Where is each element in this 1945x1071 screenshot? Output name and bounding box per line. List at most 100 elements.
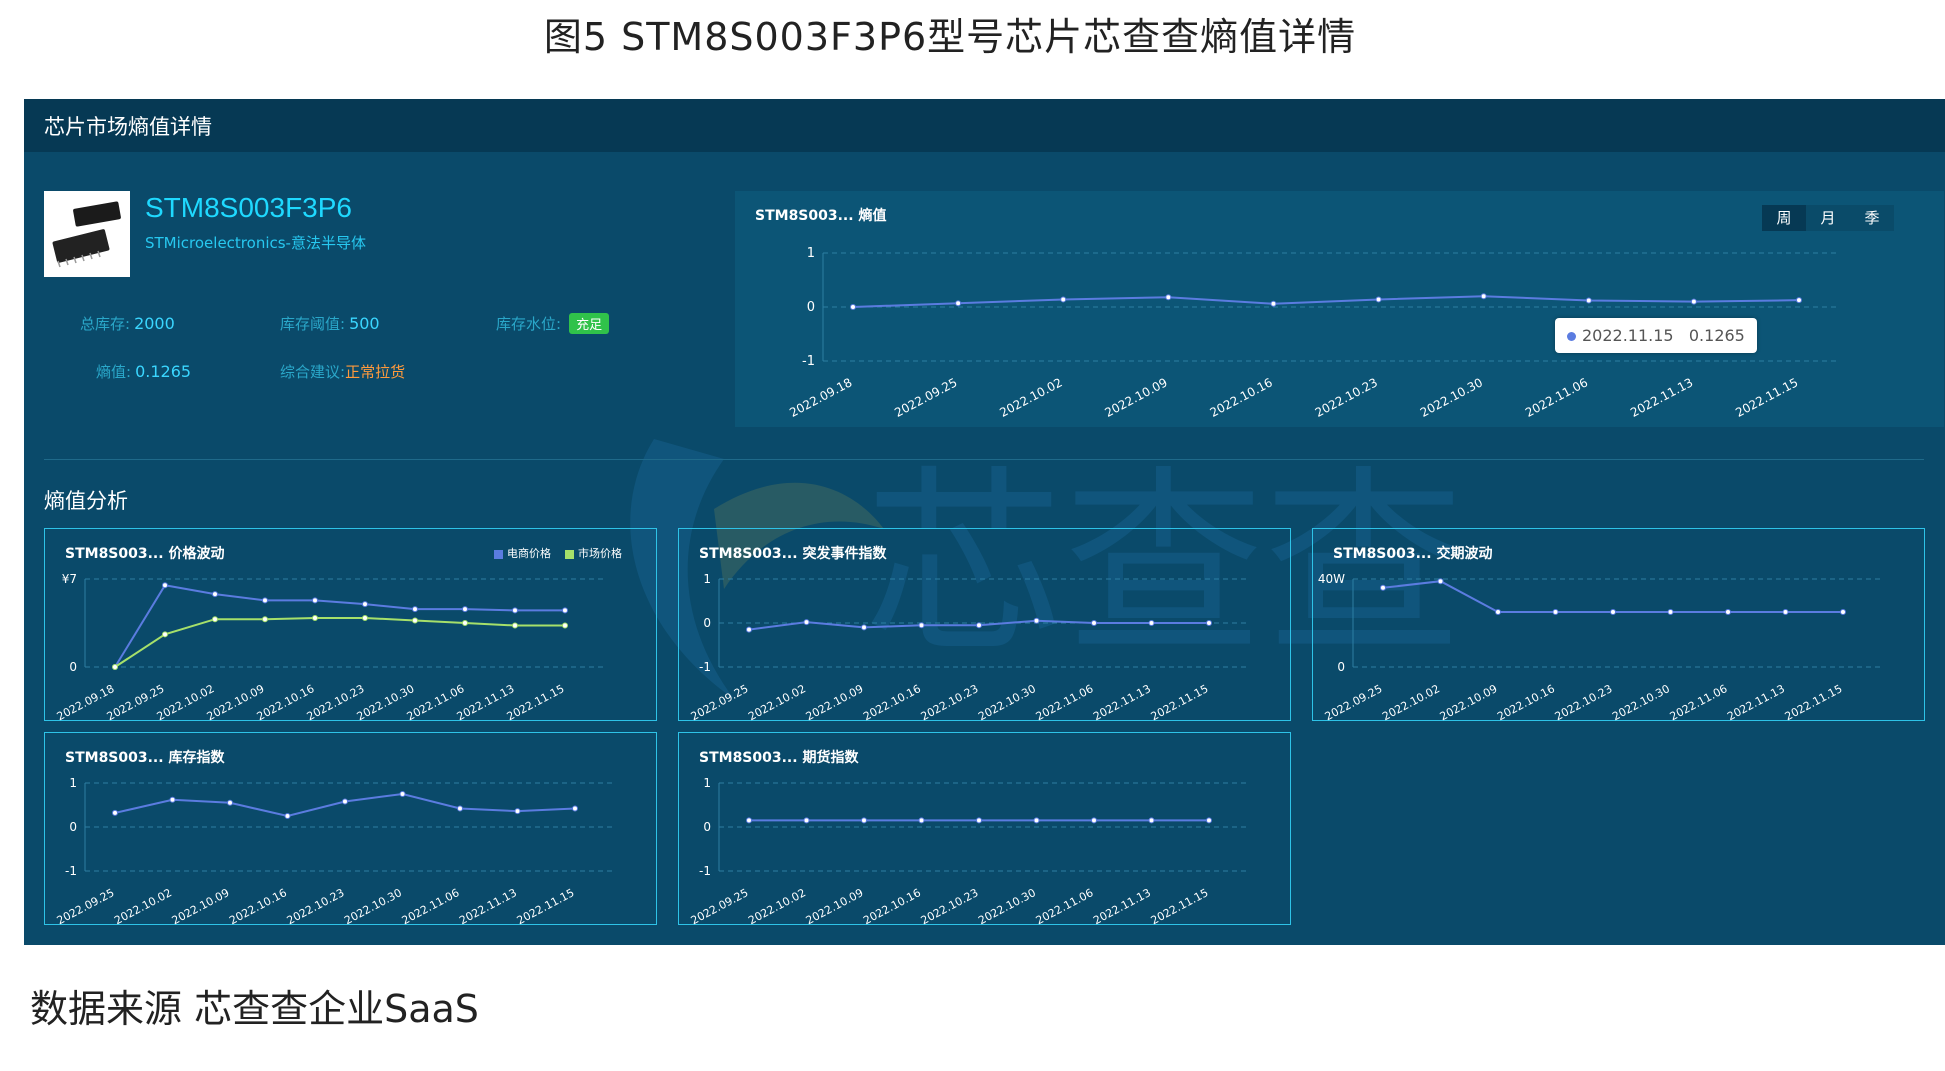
entropy-x-tick-label: 2022.10.02 <box>997 375 1064 420</box>
emergency-x-tick-label: 2022.10.09 <box>804 682 866 722</box>
price-y-tick-label: 0 <box>69 660 77 674</box>
emergency-data-point <box>1033 617 1040 624</box>
inventory-data-point <box>284 813 291 819</box>
total-stock-label: 总库存: <box>80 315 131 333</box>
tab-month[interactable]: 月 <box>1820 209 1836 227</box>
price-data-point <box>312 614 318 621</box>
leadtime-data-point <box>1725 609 1731 615</box>
emergency-x-tick-label: 2022.09.25 <box>689 682 751 722</box>
inventory-data-point <box>514 808 521 815</box>
legend-item-market[interactable]: 市场价格 <box>565 545 622 561</box>
emergency-data-point <box>918 622 925 629</box>
inventory-data-point <box>457 805 463 812</box>
emergency-data-point <box>746 626 752 633</box>
emergency-y-tick-label: -1 <box>699 660 711 674</box>
futures-chart-title: STM8S003... 期货指数 <box>699 750 859 766</box>
entropy-data-point <box>1375 296 1382 303</box>
tab-quarter[interactable]: 季 <box>1864 209 1880 227</box>
stock-threshold-field: 库存阈值:500 <box>280 313 380 334</box>
futures-data-point <box>1148 817 1155 824</box>
tab-week[interactable]: 周 <box>1762 205 1806 231</box>
futures-x-tick-label: 2022.10.02 <box>746 886 808 926</box>
inventory-y-tick-label: -1 <box>65 864 77 878</box>
emergency-x-tick-label: 2022.10.23 <box>919 682 981 722</box>
inventory-chart-plot: 10-12022.09.252022.10.022022.10.092022.1… <box>55 776 615 926</box>
inventory-x-tick-label: 2022.10.09 <box>170 886 232 926</box>
futures-x-tick-label: 2022.09.25 <box>689 886 751 926</box>
emergency-x-tick-label: 2022.10.16 <box>861 682 923 722</box>
futures-data-point <box>1091 817 1097 824</box>
futures-x-tick-label: 2022.11.13 <box>1091 886 1153 926</box>
entropy-data-point <box>1690 298 1697 305</box>
tooltip-value: 0.1265 <box>1688 326 1745 345</box>
advice-label: 综合建议: <box>280 363 346 381</box>
inventory-data-point <box>572 805 578 812</box>
price-data-point <box>562 622 568 629</box>
entropy-x-tick-label: 2022.11.06 <box>1523 375 1590 420</box>
futures-x-tick-label: 2022.11.06 <box>1034 886 1096 926</box>
price-data-point <box>412 617 418 624</box>
legend-item-ecommerce[interactable]: 电商价格 <box>494 545 551 561</box>
entropy-data-point <box>1270 300 1277 307</box>
section-divider <box>44 459 1924 460</box>
emergency-data-point <box>1206 620 1212 626</box>
futures-data-point <box>1033 817 1040 824</box>
tooltip-date: 2022.11.15 <box>1582 326 1674 345</box>
leadtime-y-tick-label: 0 <box>1337 660 1345 674</box>
futures-y-tick-label: 1 <box>703 776 711 790</box>
leadtime-y-tick-label: 40W <box>1318 572 1345 586</box>
entropy-label: 熵值: <box>96 363 132 381</box>
tooltip-dot-icon <box>1567 332 1576 341</box>
entropy-x-tick-label: 2022.09.18 <box>787 375 854 420</box>
stock-threshold-value: 500 <box>349 314 380 333</box>
futures-x-tick-label: 2022.10.09 <box>804 886 866 926</box>
inventory-data-point <box>342 798 348 805</box>
emergency-data-point <box>803 619 810 626</box>
entropy-x-tick-label: 2022.11.13 <box>1628 375 1695 420</box>
futures-data-point <box>861 817 867 824</box>
chip-image <box>44 191 130 277</box>
emergency-y-tick-label: 1 <box>703 572 711 586</box>
price-data-point <box>362 601 368 608</box>
price-x-tick-label: 2022.11.15 <box>505 682 567 722</box>
emergency-data-point <box>1148 620 1155 626</box>
leadtime-x-tick-label: 2022.10.23 <box>1553 682 1615 722</box>
leadtime-data-point <box>1437 578 1444 585</box>
inventory-data-point <box>169 796 176 803</box>
entropy-field: 熵值:0.1265 <box>96 361 191 382</box>
price-chart-plot: ¥702022.09.182022.09.252022.10.022022.10… <box>55 572 605 722</box>
inventory-y-tick-label: 0 <box>69 820 77 834</box>
entropy-x-tick-label: 2022.10.30 <box>1418 375 1485 420</box>
entropy-series-line-0 <box>852 295 1800 308</box>
futures-data-point <box>803 817 810 824</box>
stock-level-badge: 充足 <box>569 313 610 334</box>
inventory-data-point <box>112 809 118 816</box>
price-data-point <box>462 606 468 613</box>
period-tabs: 周 月 季 <box>1762 205 1894 231</box>
inventory-data-point <box>227 799 233 806</box>
stock-level-label: 库存水位: <box>496 315 562 333</box>
leadtime-x-tick-label: 2022.10.16 <box>1495 682 1557 722</box>
futures-y-tick-label: -1 <box>699 864 711 878</box>
emergency-data-point <box>976 622 982 629</box>
emergency-data-point <box>1091 620 1097 626</box>
price-series-line-1 <box>114 616 565 668</box>
entropy-value: 0.1265 <box>135 362 192 381</box>
inventory-x-tick-label: 2022.10.02 <box>112 886 174 926</box>
entropy-data-point <box>955 300 962 307</box>
price-data-point <box>362 614 368 621</box>
price-data-point <box>162 582 168 589</box>
entropy-data-point <box>1165 294 1172 301</box>
entropy-x-tick-label: 2022.10.09 <box>1102 375 1169 420</box>
price-data-point <box>162 631 168 638</box>
entropy-chart-title: STM8S003... 熵值 <box>755 208 887 224</box>
entropy-x-tick-label: 2022.11.15 <box>1733 375 1800 420</box>
price-data-point <box>412 606 418 613</box>
futures-x-tick-label: 2022.10.16 <box>861 886 923 926</box>
total-stock-field: 总库存:2000 <box>80 313 175 334</box>
price-data-point <box>312 597 318 604</box>
